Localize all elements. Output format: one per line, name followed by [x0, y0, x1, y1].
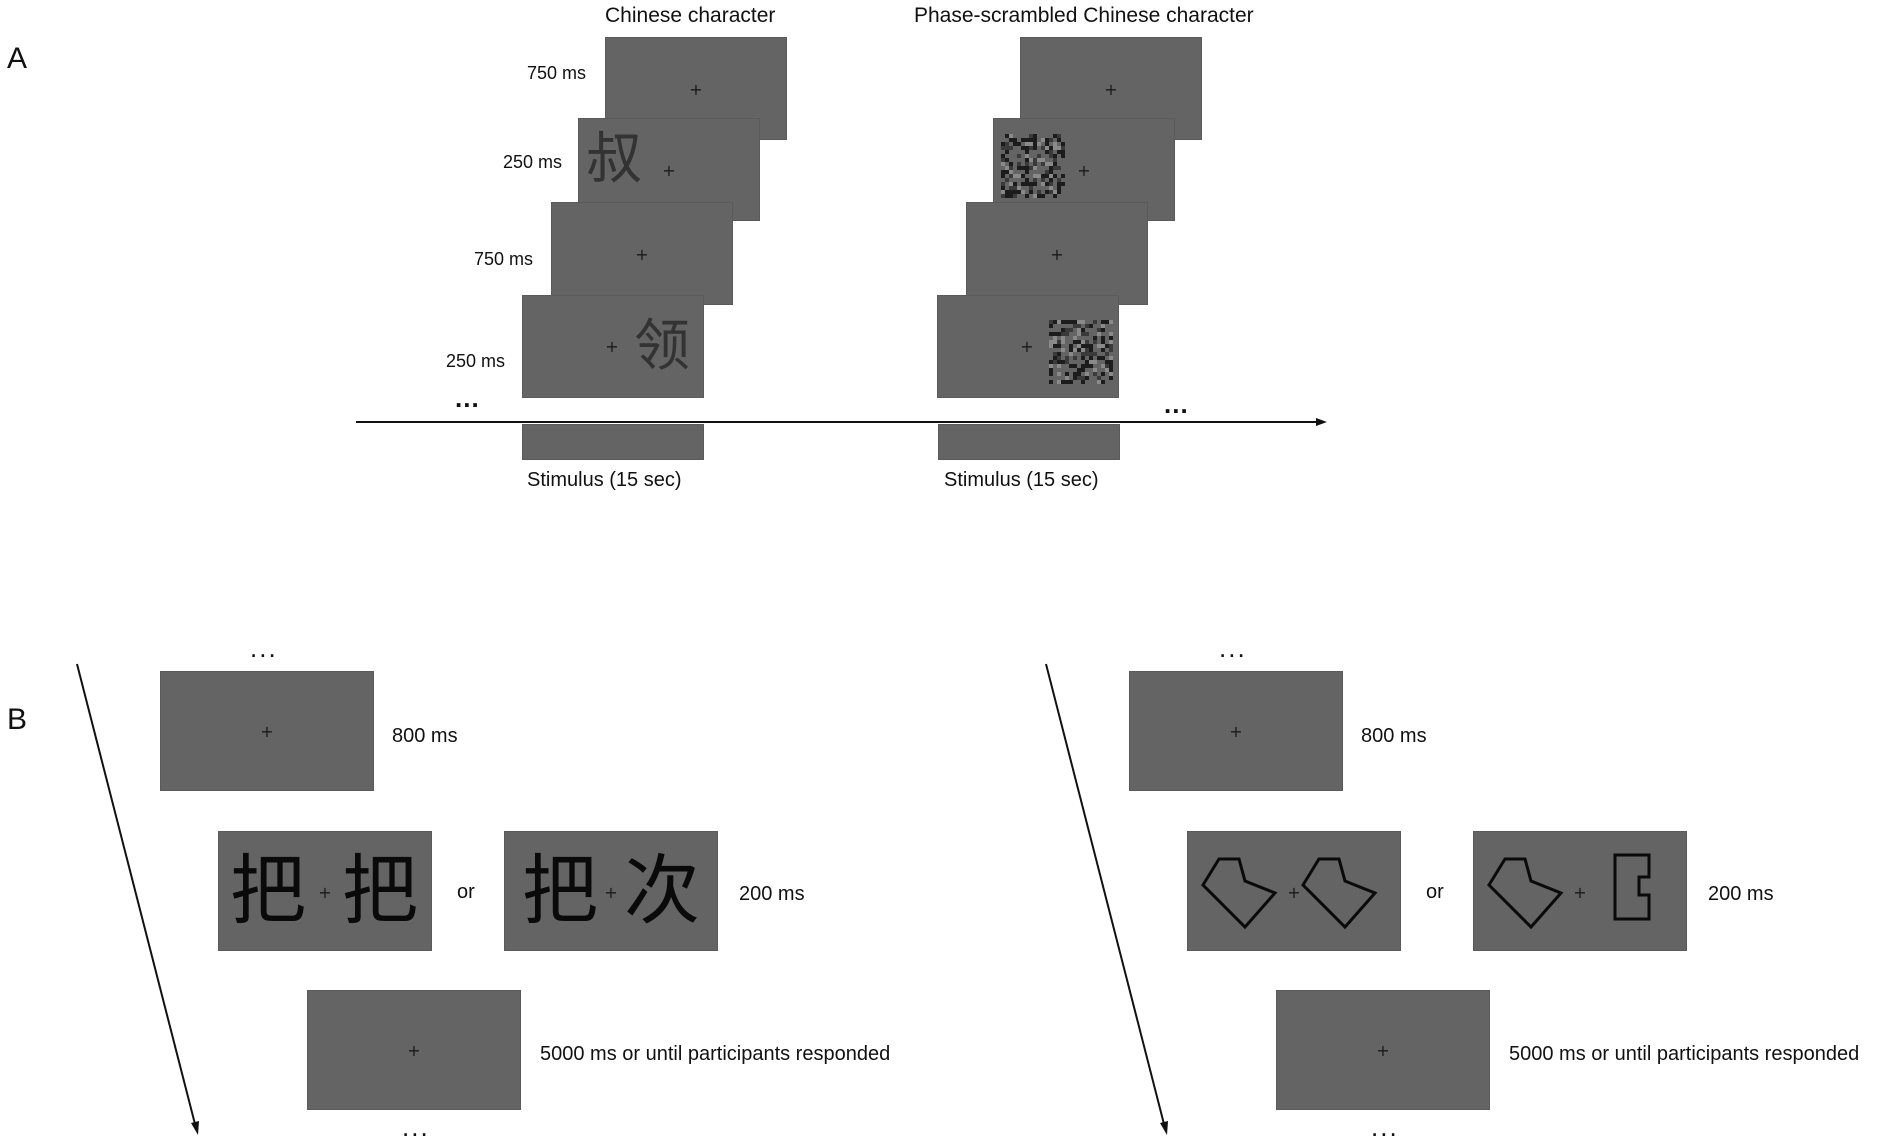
screen-response: +	[307, 990, 521, 1110]
ellipsis: ...	[402, 1112, 430, 1142]
screen-same-shape-pair: +	[1187, 831, 1401, 951]
fixation-cross: +	[1229, 722, 1243, 741]
scrambled-character-image	[1001, 134, 1065, 198]
scrambled-character-image	[1049, 320, 1113, 384]
stimulus-label: Stimulus (15 sec)	[944, 469, 1099, 491]
ellipsis: ...	[1219, 633, 1247, 663]
chinese-character: 把	[522, 846, 598, 935]
fixation-cross: +	[689, 80, 703, 99]
fixation-cross: +	[604, 883, 618, 902]
fixation-cross: +	[635, 245, 649, 264]
stimulus-label: Stimulus (15 sec)	[527, 469, 682, 491]
fixation-cross: +	[260, 722, 274, 741]
duration-label: 750 ms	[474, 249, 534, 269]
ellipsis: ...	[250, 633, 278, 663]
duration-label: 800 ms	[392, 725, 458, 747]
duration-label: 200 ms	[1708, 883, 1774, 905]
ellipsis: ...	[455, 383, 480, 413]
screen-a-left-3: +	[551, 202, 733, 305]
screen-fixation: +	[160, 671, 374, 791]
panel-b-letter: B	[7, 703, 28, 736]
screen-different-shape-pair: +	[1473, 831, 1687, 951]
duration-label: 250 ms	[503, 152, 563, 172]
chinese-character: 把	[342, 846, 418, 935]
or-label: or	[1426, 881, 1444, 903]
fixation-cross: +	[1050, 245, 1064, 264]
screen-different-pair: 把 + 次	[504, 831, 718, 951]
panel-a-right-title: Phase-scrambled Chinese character	[914, 4, 1254, 27]
duration-label: 200 ms	[739, 883, 805, 905]
screen-fixation: +	[1129, 671, 1343, 791]
duration-label: 5000 ms or until participants responded	[1509, 1043, 1860, 1065]
screen-response: +	[1276, 990, 1490, 1110]
fixation-cross: +	[1020, 337, 1034, 356]
chinese-character: 次	[624, 846, 700, 935]
fixation-cross: +	[605, 337, 619, 356]
fixation-cross: +	[1287, 883, 1301, 902]
chinese-character: 领	[634, 314, 690, 379]
panel-a-letter: A	[7, 42, 28, 75]
fixation-cross: +	[1077, 161, 1091, 180]
fixation-cross: +	[407, 1041, 421, 1060]
screen-a-right-3: +	[966, 202, 1148, 305]
ellipsis: ...	[1164, 389, 1189, 419]
duration-label: 800 ms	[1361, 725, 1427, 747]
chinese-character: 叔	[586, 127, 642, 192]
polygon-shape-icon	[1201, 857, 1378, 930]
chinese-character: 把	[230, 846, 306, 935]
fixation-cross: +	[318, 883, 332, 902]
fixation-cross: +	[1376, 1041, 1390, 1060]
polygon-shape-icon	[1487, 853, 1651, 930]
duration-label: 250 ms	[446, 351, 506, 371]
or-label: or	[457, 881, 475, 903]
fixation-cross: +	[1573, 883, 1587, 902]
fixation-cross: +	[1104, 80, 1118, 99]
duration-label: 5000 ms or until participants responded	[540, 1043, 891, 1065]
stimulus-block-right	[938, 424, 1120, 460]
screen-same-pair: 把 + 把	[218, 831, 432, 951]
ellipsis: ...	[1371, 1112, 1399, 1142]
duration-label: 750 ms	[527, 63, 587, 83]
screen-a-right-4: +	[937, 295, 1119, 398]
stimulus-block-left	[522, 424, 704, 460]
screen-a-left-4: + 领	[522, 295, 704, 398]
fixation-cross: +	[662, 161, 676, 180]
panel-a-left-title: Chinese character	[605, 4, 776, 27]
